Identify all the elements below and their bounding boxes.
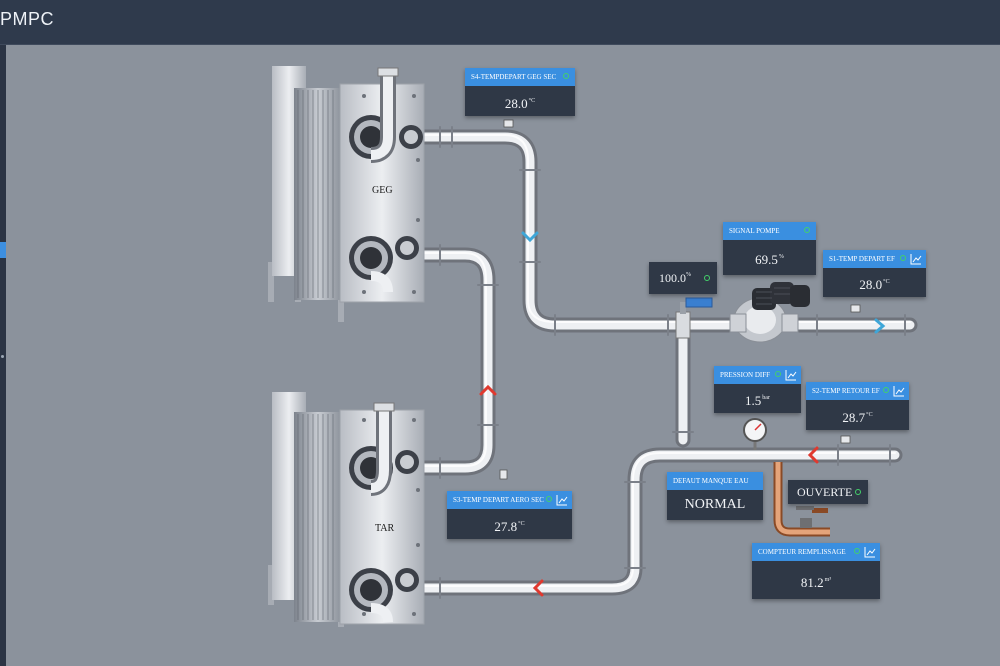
valve-opening-value: 100.0 xyxy=(659,271,686,285)
status-dot-icon xyxy=(883,387,889,393)
sensor-unit: % xyxy=(778,254,784,260)
exchanger-geg-label: GEG xyxy=(372,185,393,196)
sensor-label: SIGNAL POMPE xyxy=(729,227,780,235)
sensor-value: 28.0 xyxy=(504,96,528,111)
fill-valve-status: OUVERTE xyxy=(797,485,853,499)
valve-opening-unit: % xyxy=(686,272,691,278)
sidebar xyxy=(0,45,6,666)
trend-chart-icon[interactable] xyxy=(556,494,568,506)
status-dot-icon xyxy=(775,371,781,377)
sensor-card-header: PRESSION DIFF xyxy=(714,366,801,384)
exchanger-tar-label: TAR xyxy=(375,523,395,534)
status-dot-icon xyxy=(900,255,906,261)
sensor-unit: °C xyxy=(883,279,890,285)
trend-chart-icon[interactable] xyxy=(785,369,797,381)
status-dot-icon xyxy=(804,227,810,233)
sensor-card-header: S1-TEMP DEPART EF xyxy=(823,250,926,268)
sidebar-item[interactable] xyxy=(1,355,4,358)
sensor-card-s2[interactable]: S2-TEMP RETOUR EF 28.7°C xyxy=(806,382,909,430)
trend-chart-icon[interactable] xyxy=(864,546,876,558)
app-title: PMPC xyxy=(0,9,55,29)
pipe-network xyxy=(397,126,918,599)
alarm-card-defaut-eau[interactable]: DEFAUT MANQUE EAU NORMAL xyxy=(667,472,763,520)
sensor-label: S2-TEMP RETOUR EF xyxy=(812,387,880,395)
top-bar: PMPC xyxy=(0,0,1000,45)
sensor-unit: bar xyxy=(762,395,770,401)
sensor-value: 1.5 xyxy=(745,393,762,408)
sensor-value: 69.5 xyxy=(755,252,778,267)
sensor-card-header: S2-TEMP RETOUR EF xyxy=(806,382,909,400)
sensor-card-header: S4-TEMPDEPART GEG SEC xyxy=(465,68,575,86)
flow-chevron-icon xyxy=(479,231,886,597)
sensor-value: 28.7 xyxy=(842,410,866,425)
fill-line xyxy=(773,462,830,537)
sensor-card-s4[interactable]: S4-TEMPDEPART GEG SEC 28.0°C xyxy=(465,68,575,116)
sensor-value: 27.8 xyxy=(494,519,518,534)
sensor-unit: °C xyxy=(518,521,525,527)
sensor-label: COMPTEUR REMPLISSAGE xyxy=(758,548,846,556)
sensor-label: PRESSION DIFF xyxy=(720,371,770,379)
sensor-value-display: 69.5% xyxy=(723,240,816,277)
sensor-value-display: 81.2m³ xyxy=(752,561,880,602)
sensor-unit: °C xyxy=(528,98,536,104)
sensor-card-pression-diff[interactable]: PRESSION DIFF 1.5bar xyxy=(714,366,801,413)
alarm-status: NORMAL xyxy=(684,497,746,512)
heat-exchanger-geg xyxy=(268,66,425,322)
sensor-card-s3[interactable]: S3-TEMP DEPART AERO SEC 27.8°C xyxy=(447,491,572,539)
sensor-value: 28.0 xyxy=(859,277,883,292)
sensor-card-header: SIGNAL POMPE xyxy=(723,222,816,240)
sensor-label: S1-TEMP DEPART EF xyxy=(829,255,895,263)
sensor-unit: °C xyxy=(866,412,873,418)
sensor-value-display: 28.0°C xyxy=(823,268,926,299)
status-dot-icon xyxy=(546,496,552,502)
sensor-card-header: COMPTEUR REMPLISSAGE xyxy=(752,543,880,561)
alarm-label: DEFAUT MANQUE EAU xyxy=(673,477,749,485)
valve-opening-card[interactable]: 100.0% xyxy=(649,262,717,294)
status-dot-icon xyxy=(563,73,569,79)
sensor-card-compteur[interactable]: COMPTEUR REMPLISSAGE 81.2m³ xyxy=(752,543,880,599)
sensor-value-display: 27.8°C xyxy=(447,509,572,542)
alarm-card-header: DEFAUT MANQUE EAU xyxy=(667,472,763,490)
pressure-gauge-icon xyxy=(743,418,767,450)
sensor-unit: m³ xyxy=(824,577,832,583)
heat-exchanger-tar xyxy=(268,392,425,627)
status-dot-icon xyxy=(704,275,710,281)
control-valve[interactable] xyxy=(675,297,713,339)
fill-valve-status-card[interactable]: OUVERTE xyxy=(788,480,868,504)
sensor-value-display: 28.7°C xyxy=(806,400,909,433)
temperature-probe-icon xyxy=(499,119,861,480)
sensor-card-header: S3-TEMP DEPART AERO SEC xyxy=(447,491,572,509)
valve-opening-display: 100.0% xyxy=(659,271,691,286)
sensor-label: S3-TEMP DEPART AERO SEC xyxy=(453,496,544,504)
status-dot-icon xyxy=(855,489,861,495)
trend-chart-icon[interactable] xyxy=(910,253,922,265)
sensor-value: 81.2 xyxy=(800,575,824,590)
circulation-pump[interactable] xyxy=(729,282,810,343)
sensor-value-display: 28.0°C xyxy=(465,86,575,119)
trend-chart-icon[interactable] xyxy=(893,385,905,397)
sensor-card-signal-pompe[interactable]: SIGNAL POMPE 69.5% xyxy=(723,222,816,275)
status-dot-icon xyxy=(854,548,860,554)
sensor-card-s1[interactable]: S1-TEMP DEPART EF 28.0°C xyxy=(823,250,926,297)
sidebar-active-item[interactable] xyxy=(0,242,6,258)
sensor-label: S4-TEMPDEPART GEG SEC xyxy=(471,73,557,81)
sensor-value-display: 1.5bar xyxy=(714,384,801,415)
